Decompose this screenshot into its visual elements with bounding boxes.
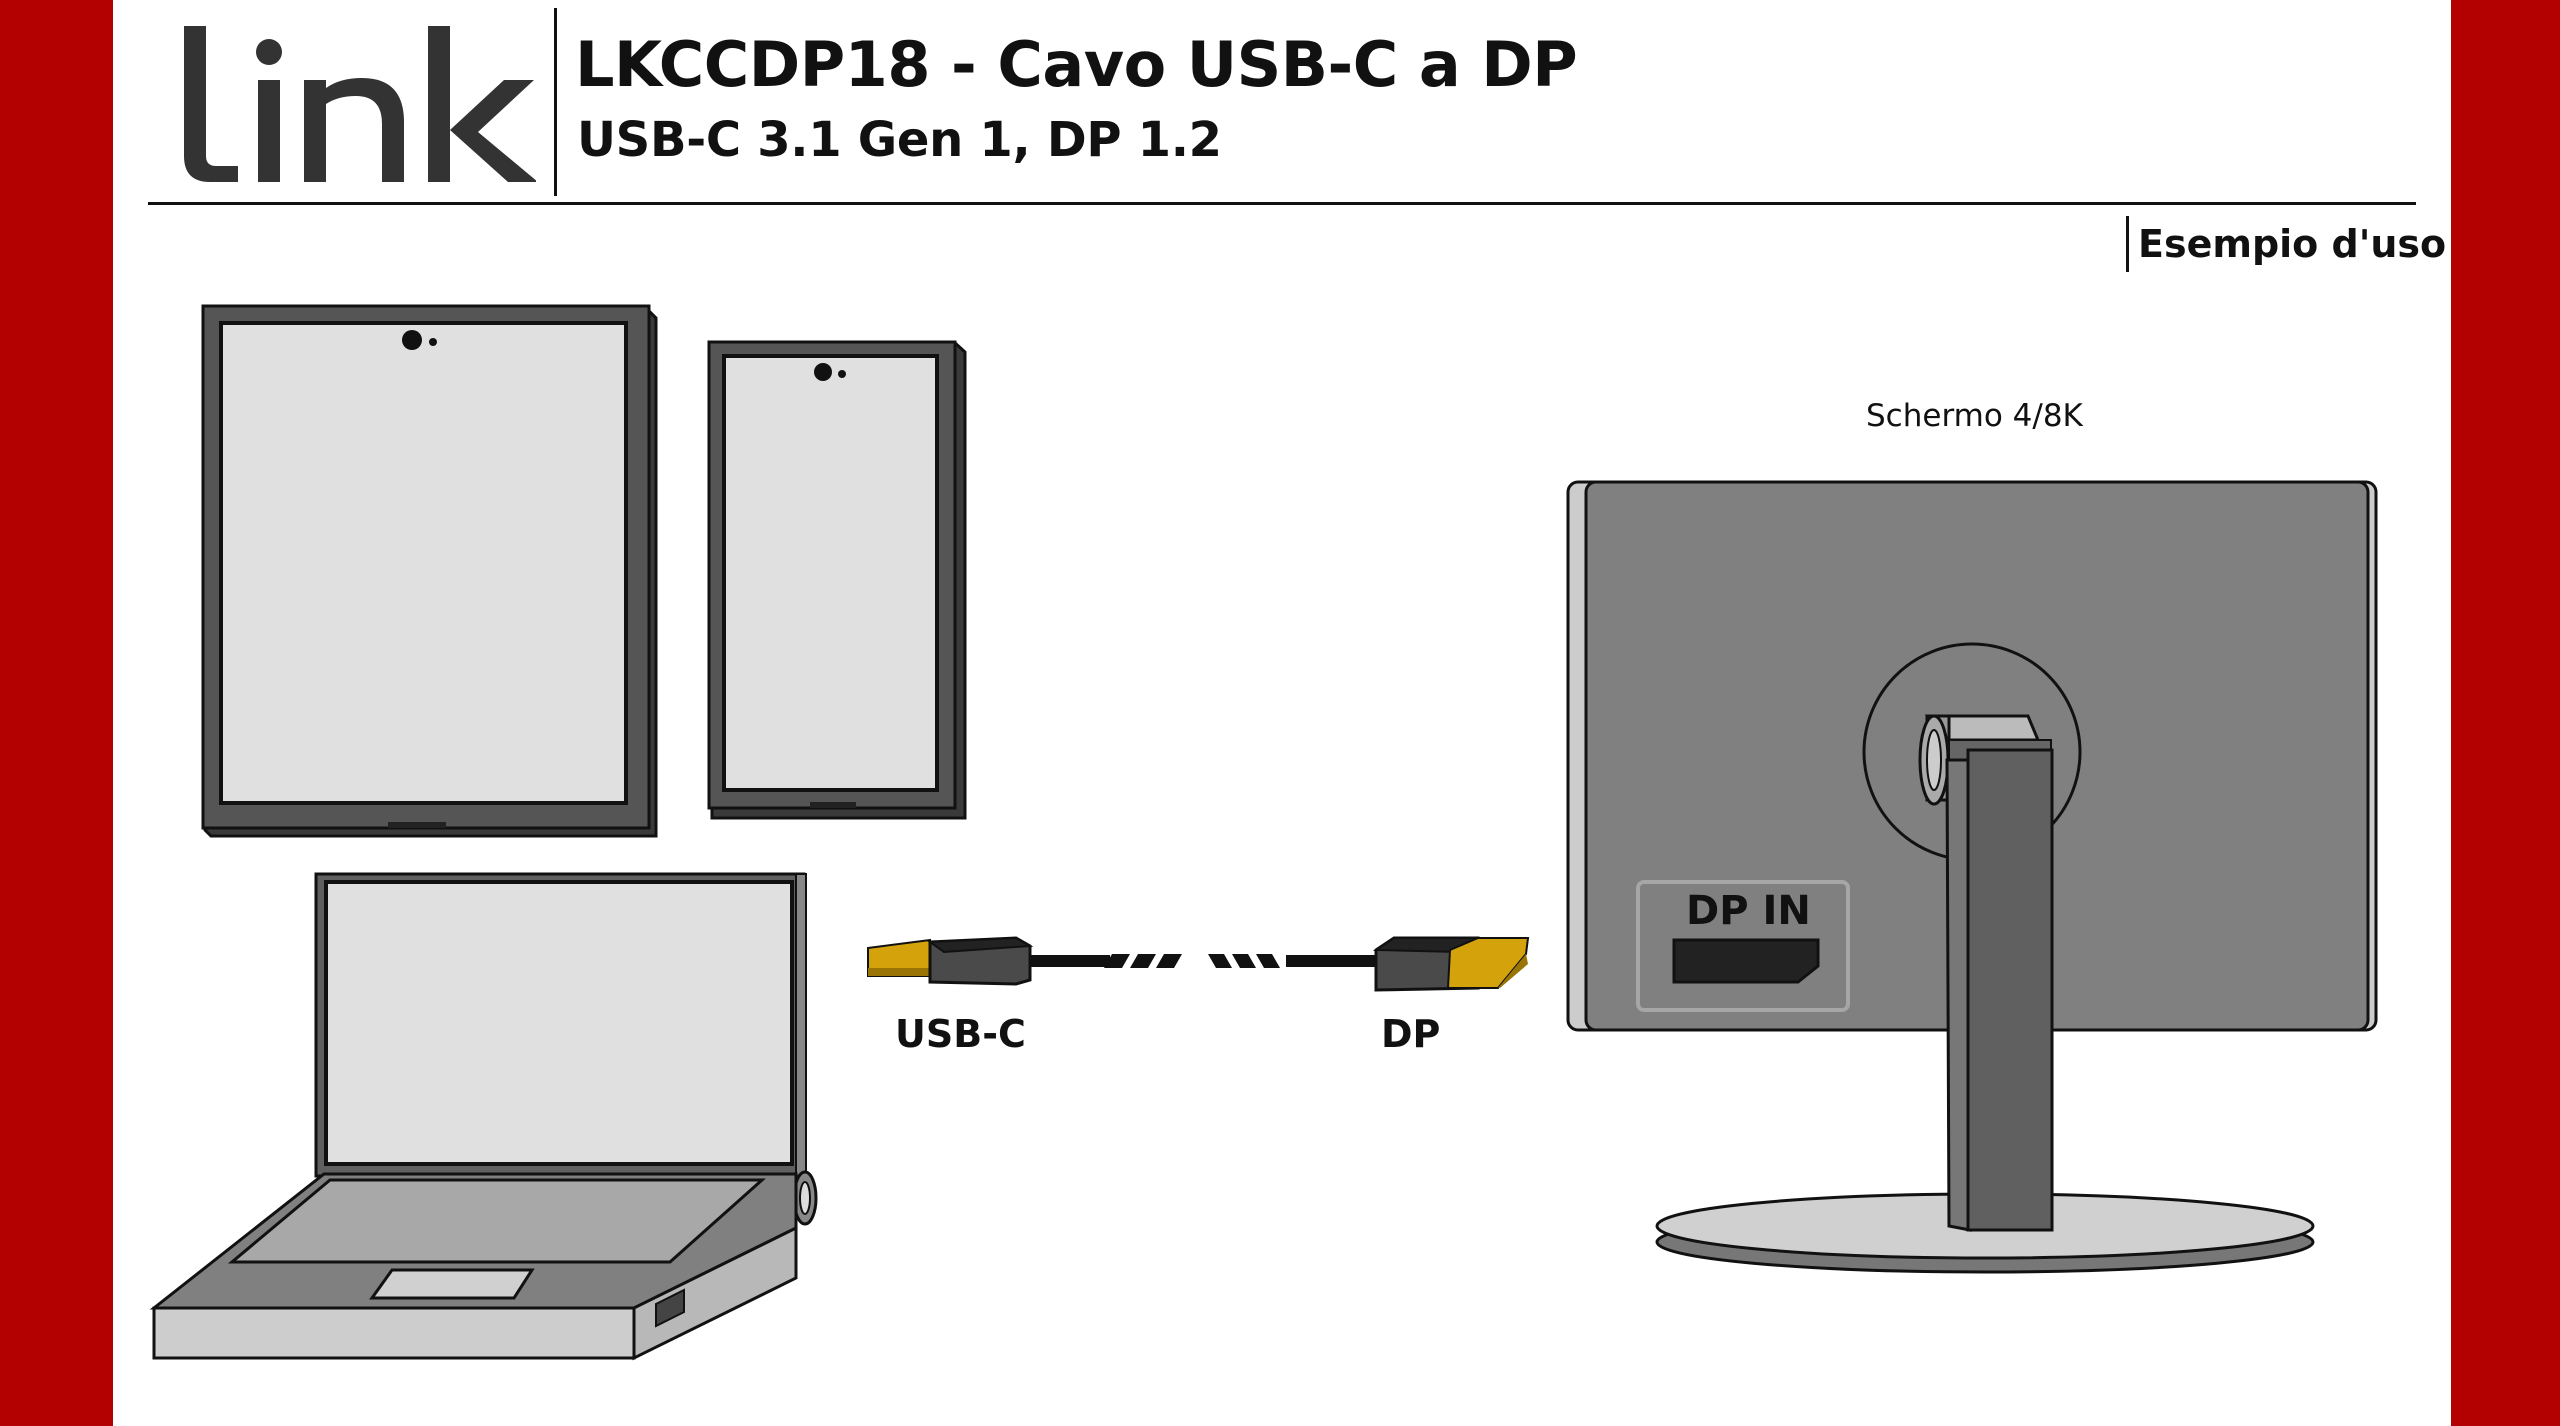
monitor-device bbox=[1566, 480, 2378, 1274]
left-red-bar bbox=[0, 0, 113, 1426]
title-divider bbox=[554, 8, 557, 196]
dp-in-port-label: DP IN bbox=[1686, 888, 1811, 934]
section-divider bbox=[2126, 216, 2129, 272]
usb-c-to-dp-cable bbox=[867, 936, 1530, 992]
page-subtitle: USB-C 3.1 Gen 1, DP 1.2 bbox=[577, 112, 1222, 168]
page-title: LKCCDP18 - Cavo USB-C a DP bbox=[575, 28, 1578, 101]
dp-connector-label: DP bbox=[1381, 1012, 1441, 1056]
header-rule bbox=[148, 202, 2416, 205]
display-label: Schermo 4/8K bbox=[1866, 398, 2083, 434]
right-red-bar bbox=[2451, 0, 2560, 1426]
tablet-device bbox=[201, 304, 658, 838]
smartphone-device bbox=[707, 340, 967, 820]
laptop-device bbox=[149, 872, 818, 1361]
usb-c-connector-label: USB-C bbox=[895, 1012, 1026, 1056]
section-label: Esempio d'uso bbox=[2138, 222, 2447, 266]
link-logo bbox=[176, 18, 536, 188]
